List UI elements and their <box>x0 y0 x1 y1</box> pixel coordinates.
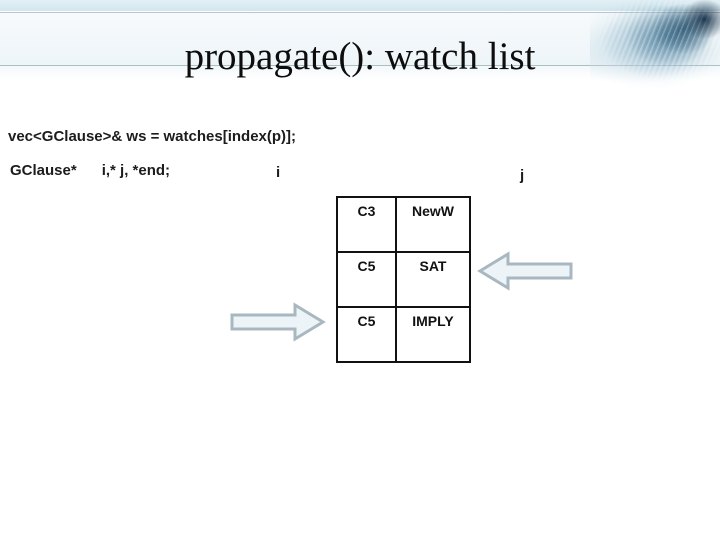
table-row: C5 SAT <box>336 251 471 308</box>
status-cell: NewW <box>395 196 471 253</box>
clause-cell: C5 <box>336 306 397 363</box>
watch-list-table: C3 NewW C5 SAT C5 IMPLY <box>336 196 471 363</box>
table-row: C3 NewW <box>336 196 471 253</box>
pointer-label-j: j <box>520 167 525 184</box>
block-arrow-left-icon <box>477 251 573 291</box>
frost-crystal-decoration <box>590 0 720 96</box>
slide-title: propagate(): watch list <box>184 35 536 78</box>
clause-cell: C5 <box>336 251 397 308</box>
code-line-declaration: vec<GClause>& ws = watches[index(p)]; <box>8 128 297 145</box>
clause-cell: C3 <box>336 196 397 253</box>
status-cell: IMPLY <box>395 306 471 363</box>
header-top-band <box>0 0 720 12</box>
header-fade <box>0 66 720 80</box>
pointer-label-i: i <box>276 164 281 181</box>
status-cell: SAT <box>395 251 471 308</box>
code-line-pointers: GClause* i,* j, *end; <box>10 162 171 179</box>
block-arrow-right-icon <box>230 302 326 342</box>
table-row: C5 IMPLY <box>336 306 471 363</box>
